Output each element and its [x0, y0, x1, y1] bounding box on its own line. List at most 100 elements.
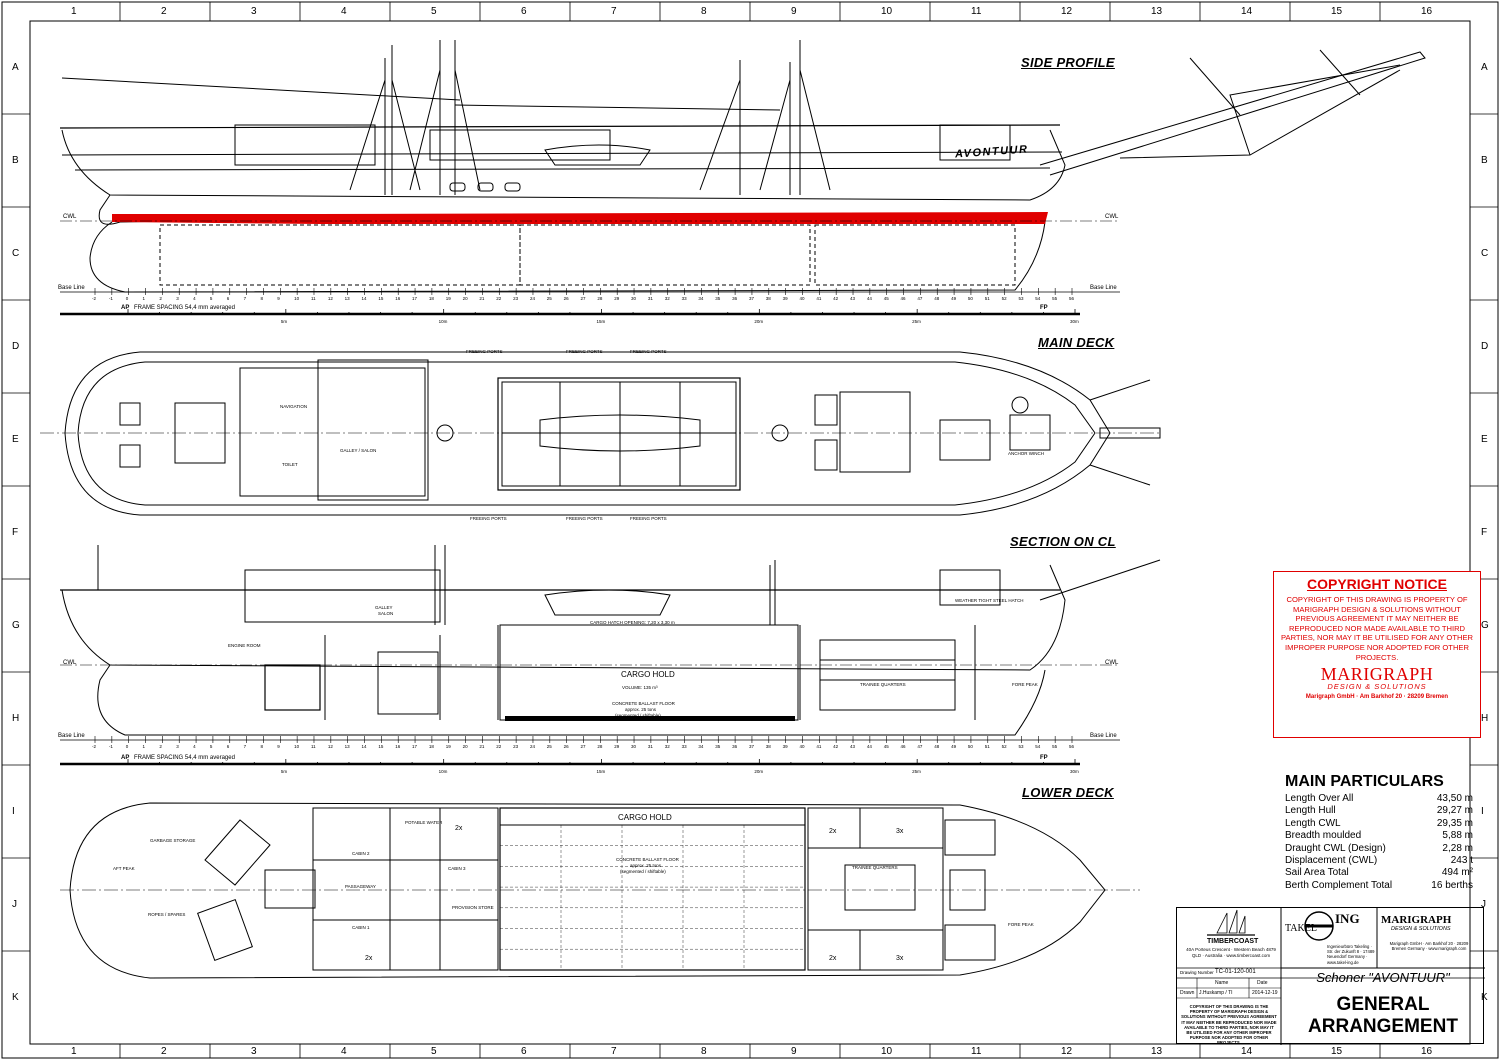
freeing-ports-label-1: FREEING PORTS	[466, 349, 503, 354]
grid-row-right-D: D	[1481, 340, 1489, 352]
salon-label: SALON	[378, 611, 394, 616]
ballast-floor-hatching	[505, 716, 795, 721]
section-frame-number: 52	[1001, 744, 1007, 749]
particulars-value: 16 berths	[1431, 879, 1473, 891]
profile-frame-number: 11	[310, 296, 316, 301]
grid-column-top-12: 12	[1061, 6, 1073, 17]
ropes-spares-label: ROPES / SPARES	[148, 912, 186, 917]
marigraph-logo: MARIGRAPH	[1320, 664, 1434, 685]
section-frame-number: 13	[344, 744, 350, 749]
profile-frame-number: 54	[1035, 296, 1041, 301]
profile-frame-number: 26	[563, 296, 569, 301]
copyright-title: COPYRIGHT NOTICE	[1306, 576, 1447, 592]
grid-row-left-C: C	[12, 247, 20, 259]
grid-row-left-H: H	[12, 712, 20, 724]
section-scale-mark: 10m	[438, 769, 448, 774]
date-column-label: Date	[1257, 980, 1268, 986]
particulars-label: Length Hull	[1285, 805, 1336, 817]
grid-column-bottom-10: 10	[881, 1046, 893, 1057]
grid-row-right-F: F	[1481, 526, 1488, 538]
main-deck-title: MAIN DECK	[1038, 335, 1115, 350]
section-ballast-weight: approx. 25 tons	[625, 707, 657, 712]
section-frame-number: 21	[479, 744, 485, 749]
grid-row-right-C: C	[1481, 247, 1489, 259]
section-frame-number: 30	[631, 744, 637, 749]
drawn-date: 2014-12-19	[1252, 990, 1278, 996]
particulars-row: Draught CWL (Design)2,28 m	[1285, 843, 1473, 855]
grid-column-bottom-11: 11	[971, 1046, 982, 1057]
profile-frame-number: 20	[462, 296, 468, 301]
grid-column-bottom-8: 8	[701, 1046, 707, 1057]
section-title: SECTION ON CL	[1010, 534, 1116, 549]
profile-frame-number: 35	[715, 296, 721, 301]
profile-frame-number: 44	[866, 296, 872, 301]
profile-scale-mark: 30m	[1070, 319, 1079, 324]
cwl-label-aft: CWL	[63, 214, 77, 220]
copyright-notice: COPYRIGHT NOTICE COPYRIGHT OF THIS DRAWI…	[1273, 571, 1481, 738]
profile-frame-number: 28	[597, 296, 603, 301]
drawing-title-line-1: GENERAL	[1336, 994, 1430, 1015]
title-block-notice: COPYRIGHT OF THIS DRAWING IS THE PROPERT…	[1181, 1004, 1277, 1046]
particulars-label: Displacement (CWL)	[1285, 855, 1378, 867]
section-scale-mark: 30m	[1070, 769, 1079, 774]
section-frame-number: 29	[614, 744, 620, 749]
profile-frame-number: 45	[883, 296, 889, 301]
section-frame-number: 39	[782, 744, 788, 749]
grid-row-left-A: A	[12, 61, 19, 73]
grid-row-left-K: K	[12, 991, 19, 1003]
potable-water-label: POTABLE WATER	[405, 820, 443, 825]
profile-frame-number: 53	[1018, 296, 1024, 301]
profile-frame-number: 56	[1069, 296, 1075, 301]
grid-column-top-11: 11	[971, 6, 982, 17]
profile-frame-number: 22	[496, 296, 502, 301]
profile-frame-number: 51	[984, 296, 990, 301]
lower-trainee-quarters-label: TRAINEE QUARTERS	[852, 865, 898, 870]
profile-frame-number: 52	[1001, 296, 1007, 301]
grid-column-top-1: 1	[71, 6, 77, 17]
fp-label: FP	[1040, 305, 1048, 311]
profile-frame-number: 29	[614, 296, 620, 301]
section-frame-number: 48	[934, 744, 940, 749]
profile-frame-number: 33	[681, 296, 687, 301]
particulars-value: 2,28 m	[1442, 842, 1473, 854]
weather-tight-hatch-label: WEATHER TIGHT STEEL HATCH	[955, 598, 1024, 603]
profile-frame-number: 43	[850, 296, 856, 301]
drawing-number-label: Drawing Number	[1180, 970, 1214, 975]
profile-frame-number: 30	[631, 296, 637, 301]
berths-3x-2: 3x	[896, 955, 904, 962]
section-frame-number: 15	[378, 744, 384, 749]
particulars-value: 494 m²	[1441, 867, 1473, 879]
profile-frame-number: 17	[412, 296, 418, 301]
drawing-number: TC-01-120-001	[1215, 969, 1256, 975]
section-drawing	[60, 545, 1161, 736]
profile-frame-number: 21	[479, 296, 485, 301]
profile-frame-number: 16	[395, 296, 401, 301]
grid-row-left-B: B	[12, 154, 19, 166]
profile-frame-number: 12	[327, 296, 333, 301]
profile-scale-mark: 10m	[438, 319, 448, 324]
profile-scale-mark: 5m	[280, 319, 288, 324]
copyright-body: COPYRIGHT OF THIS DRAWING IS PROPERTY OF…	[1281, 595, 1473, 662]
anchor-winch-label: ANCHOR WINCH	[1008, 451, 1044, 456]
section-scale-mark: 20m	[754, 769, 764, 774]
berths-2x-2: 2x	[829, 955, 837, 962]
profile-scale-mark: 20m	[754, 319, 764, 324]
profile-frame-number: 10	[294, 296, 300, 301]
marigraph-title-address: Marigraph GmbH · Am Barkhof 20 · 28209 B…	[1389, 941, 1469, 952]
particulars-label: Berth Complement Total	[1285, 879, 1393, 891]
grid-column-top-15: 15	[1331, 6, 1343, 17]
passageway-label: PASSAGEWAY	[345, 884, 376, 889]
grid-column-bottom-9: 9	[791, 1046, 797, 1057]
grid-column-top-4: 4	[341, 6, 347, 17]
section-frame-number: 47	[917, 744, 923, 749]
lower-ballast-note: (segmented / shiftable)	[620, 869, 666, 874]
section-cwl-label-fwd: CWL	[1105, 660, 1119, 666]
section-frame-number: 8	[260, 744, 263, 749]
lower-deck-drawing	[60, 802, 1140, 979]
section-frame-number: 18	[428, 744, 434, 749]
section-frame-number: 34	[698, 744, 704, 749]
particulars-value: 5,88 m	[1442, 830, 1473, 842]
section-fore-peak-label: FORE PEAK	[1012, 682, 1038, 687]
section-frame-number: 3	[176, 744, 179, 749]
freeing-ports-label-5: FREEING PORTS	[566, 516, 603, 521]
